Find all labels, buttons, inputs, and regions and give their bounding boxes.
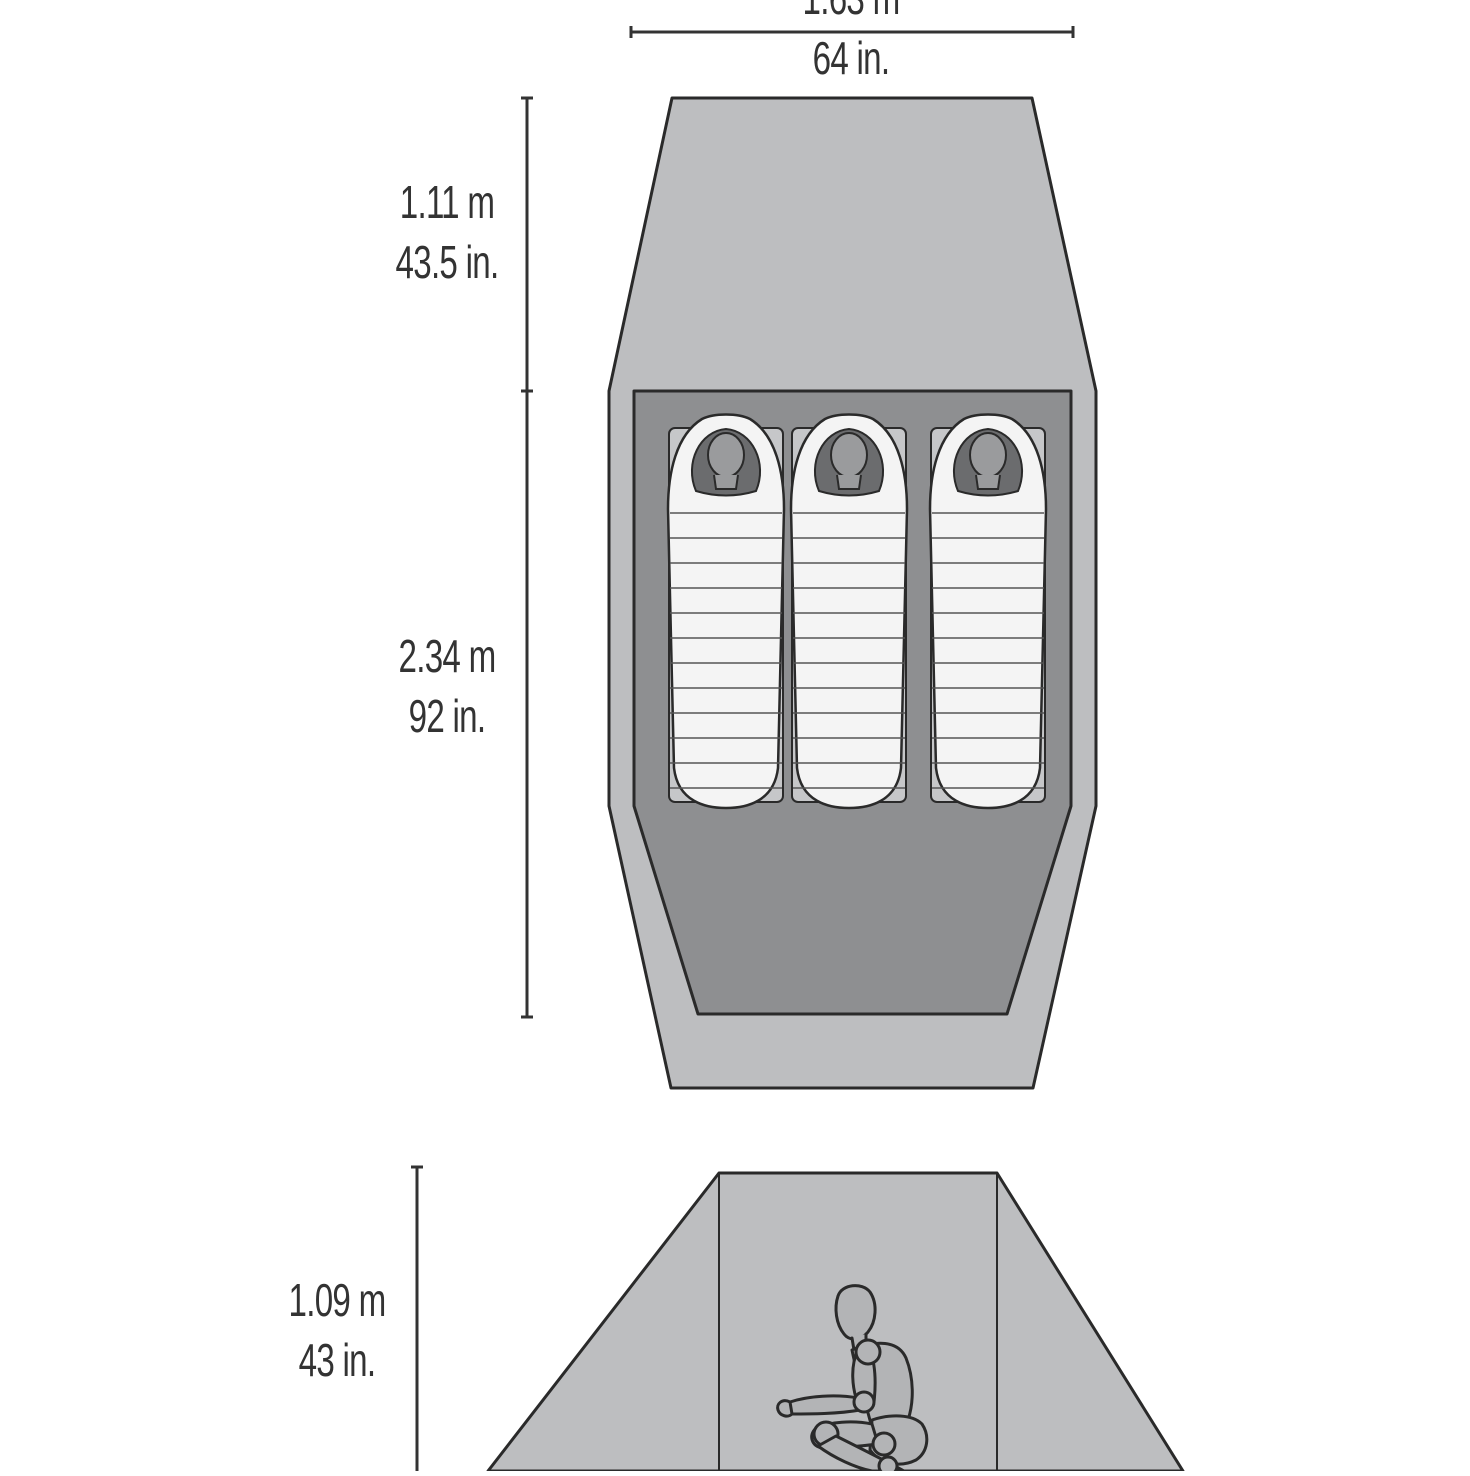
seated-person-figure bbox=[776, 1284, 929, 1476]
sleeper-head bbox=[830, 432, 868, 478]
sleepers-group bbox=[666, 413, 1048, 810]
length-dimension-line bbox=[521, 96, 533, 1019]
sleeper-neck bbox=[975, 474, 1001, 490]
vestibule-label: 1.11 m 43.5 in. bbox=[375, 172, 519, 292]
floor-length-imperial: 92 in. bbox=[408, 690, 486, 742]
floor-length-metric: 2.34 m bbox=[398, 630, 497, 682]
sleeper-head bbox=[707, 432, 745, 478]
peak-height-label: 1.09 m 43 in. bbox=[265, 1270, 409, 1390]
vestibule-metric: 1.11 m bbox=[399, 176, 495, 228]
sleeper-neck bbox=[713, 474, 739, 490]
peak-height-imperial: 43 in. bbox=[298, 1334, 376, 1386]
vestibule-imperial: 43.5 in. bbox=[395, 236, 500, 288]
floor-length-label: 2.34 m 92 in. bbox=[375, 626, 519, 746]
width-label: 1.63 m 64 in. bbox=[779, 0, 923, 88]
width-metric: 1.63 m bbox=[779, 0, 923, 28]
width-imperial: 64 in. bbox=[812, 32, 890, 84]
width-dimension-line bbox=[629, 26, 1075, 38]
sleeper-head bbox=[969, 432, 1007, 478]
sleeper-neck bbox=[836, 474, 862, 490]
peak-height-metric: 1.09 m bbox=[288, 1274, 387, 1326]
height-dimension-line bbox=[411, 1165, 423, 1471]
